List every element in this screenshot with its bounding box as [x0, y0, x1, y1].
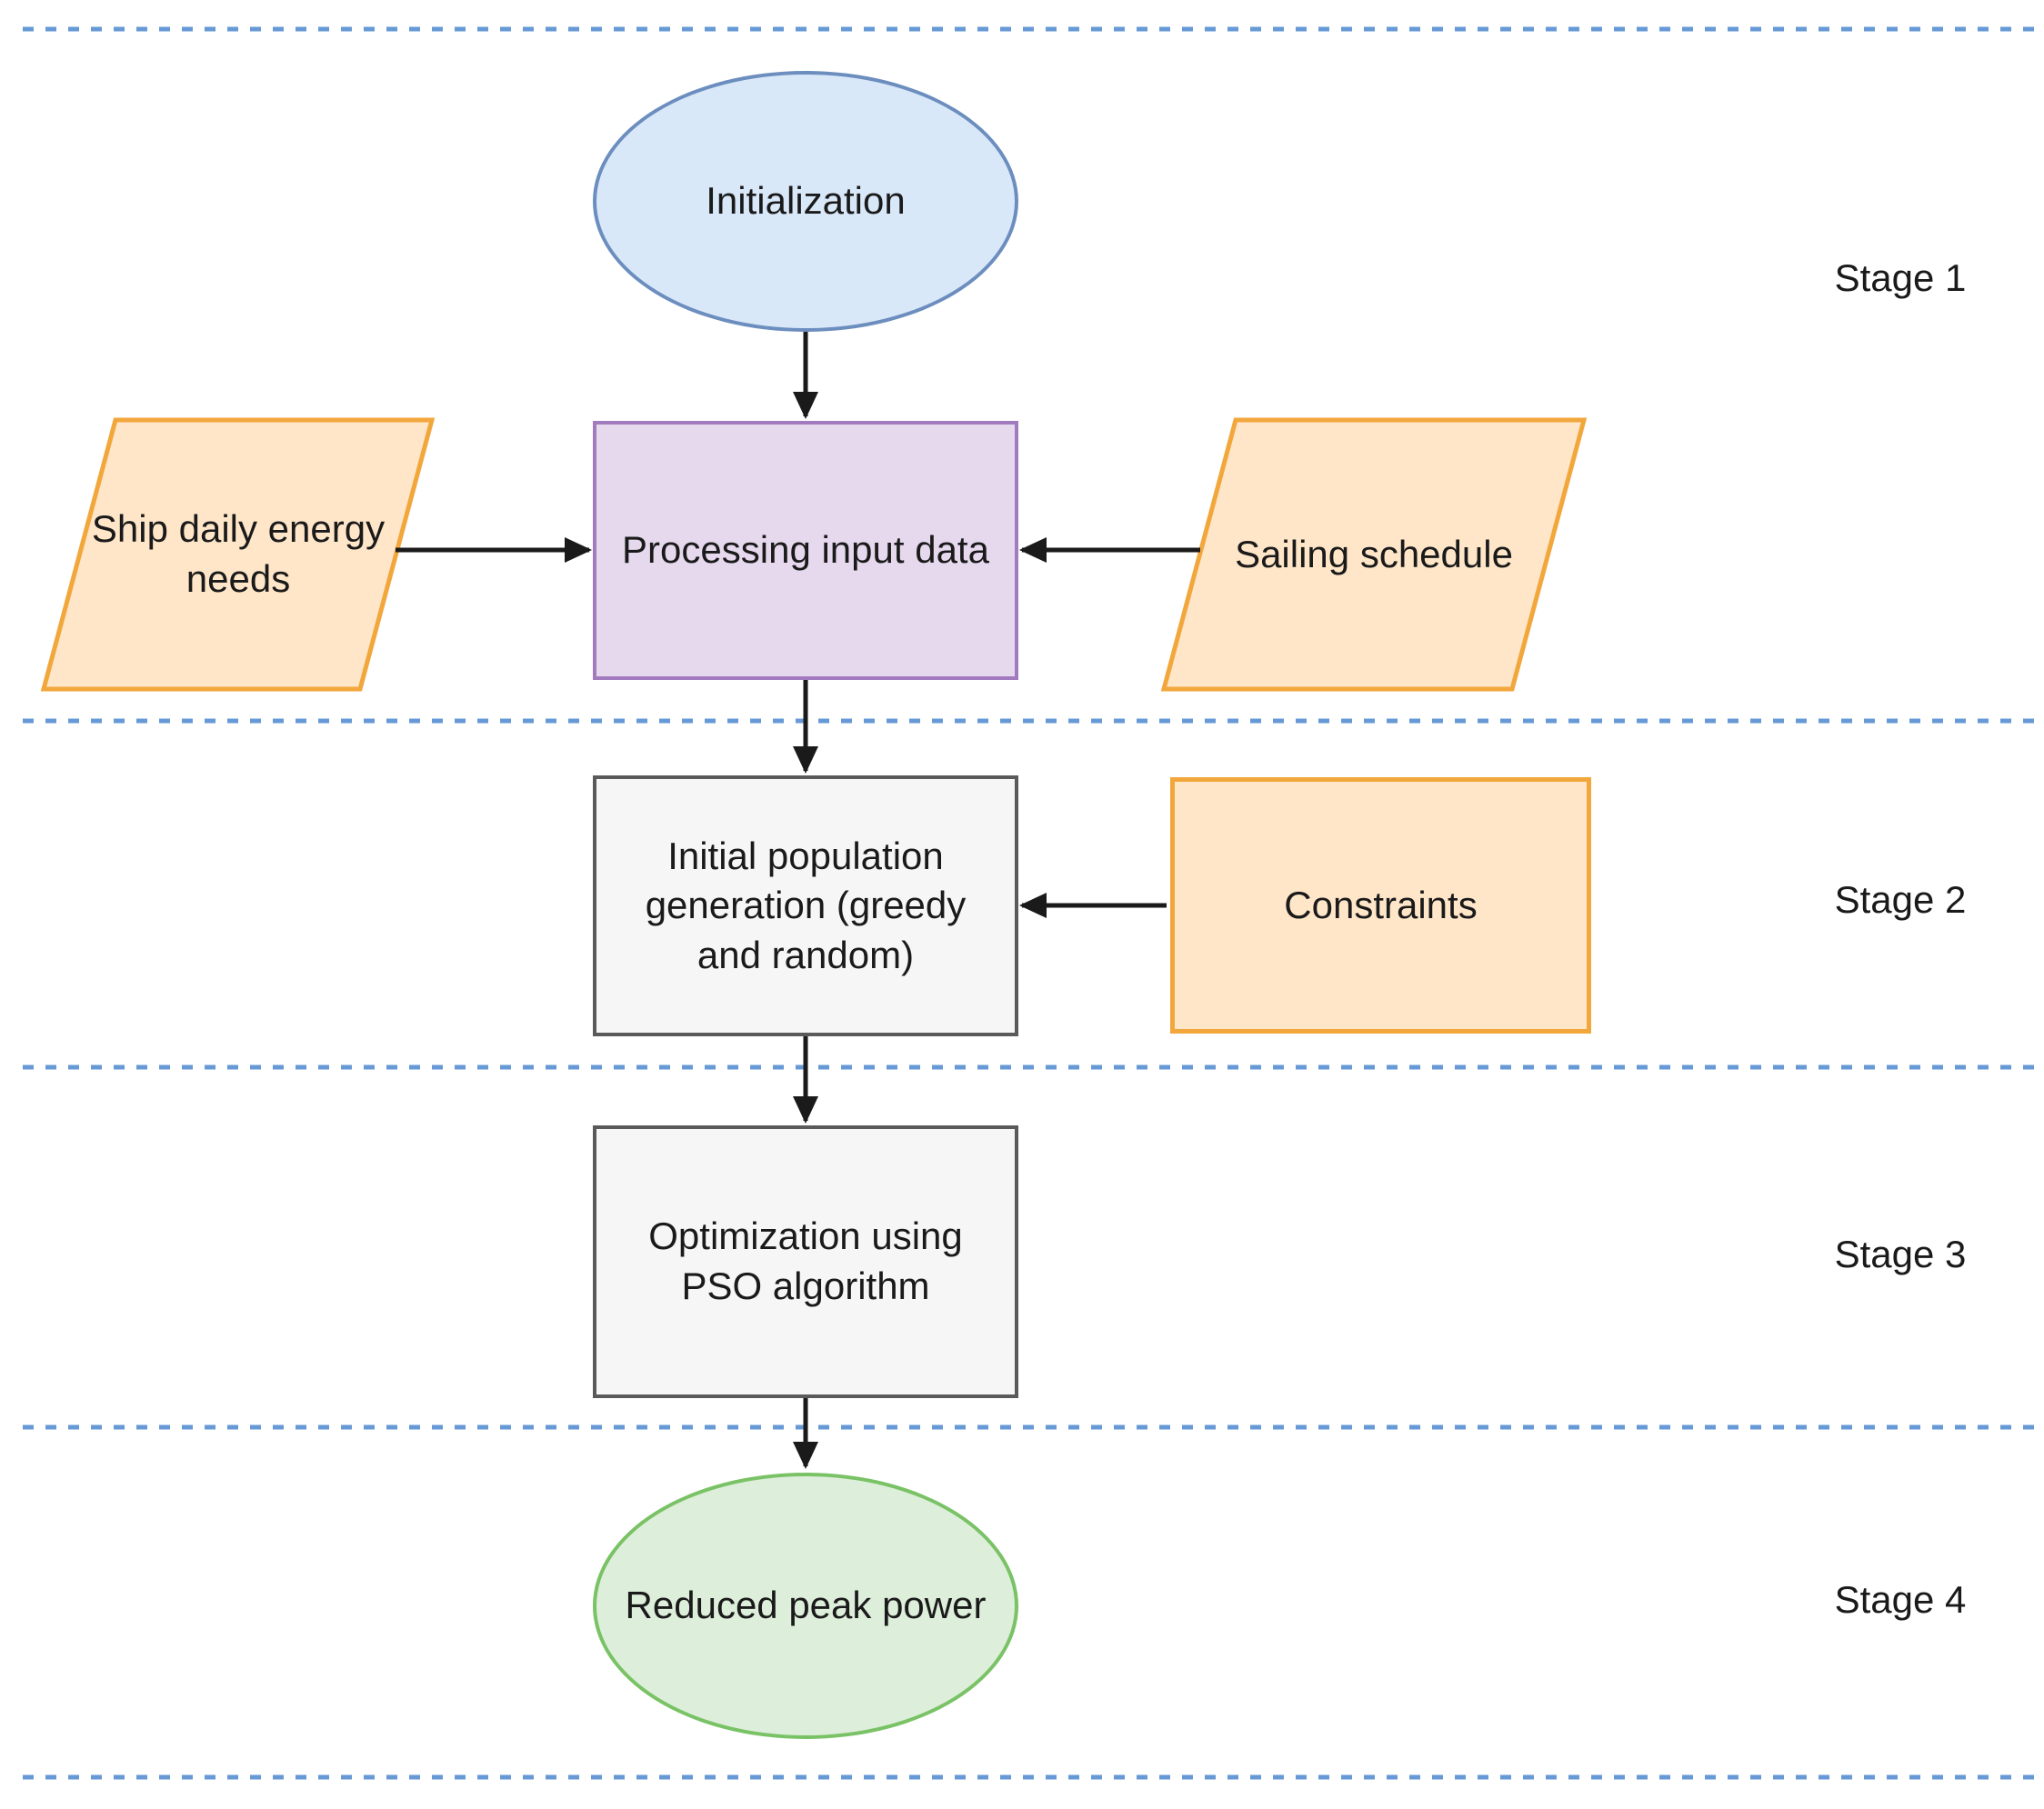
node-optimization-pso: Optimization using PSO algorithm: [593, 1125, 1018, 1398]
stage-2-label: Stage 2: [1834, 878, 1967, 921]
parallelogram-shape-sailing-schedule: [1160, 417, 1588, 692]
node-initial-population-generation: Initial population generation (greedy an…: [593, 775, 1018, 1036]
node-ship-daily-energy-needs: Ship daily energy needs: [91, 507, 386, 600]
node-initialization: Initialization: [593, 71, 1018, 332]
parallelogram-shape-ship-daily-energy-needs: [40, 417, 436, 692]
stage-3-label: Stage 3: [1834, 1233, 1967, 1275]
node-reduced-peak-power: Reduced peak power: [593, 1473, 1018, 1739]
stage-4-label: Stage 4: [1834, 1578, 1967, 1621]
stage-1-label: Stage 1: [1834, 256, 1967, 299]
node-processing-input-data: Processing input data: [593, 421, 1018, 680]
node-sailing-schedule: Sailing schedule: [1235, 532, 1513, 575]
node-constraints: Constraints: [1170, 777, 1591, 1034]
